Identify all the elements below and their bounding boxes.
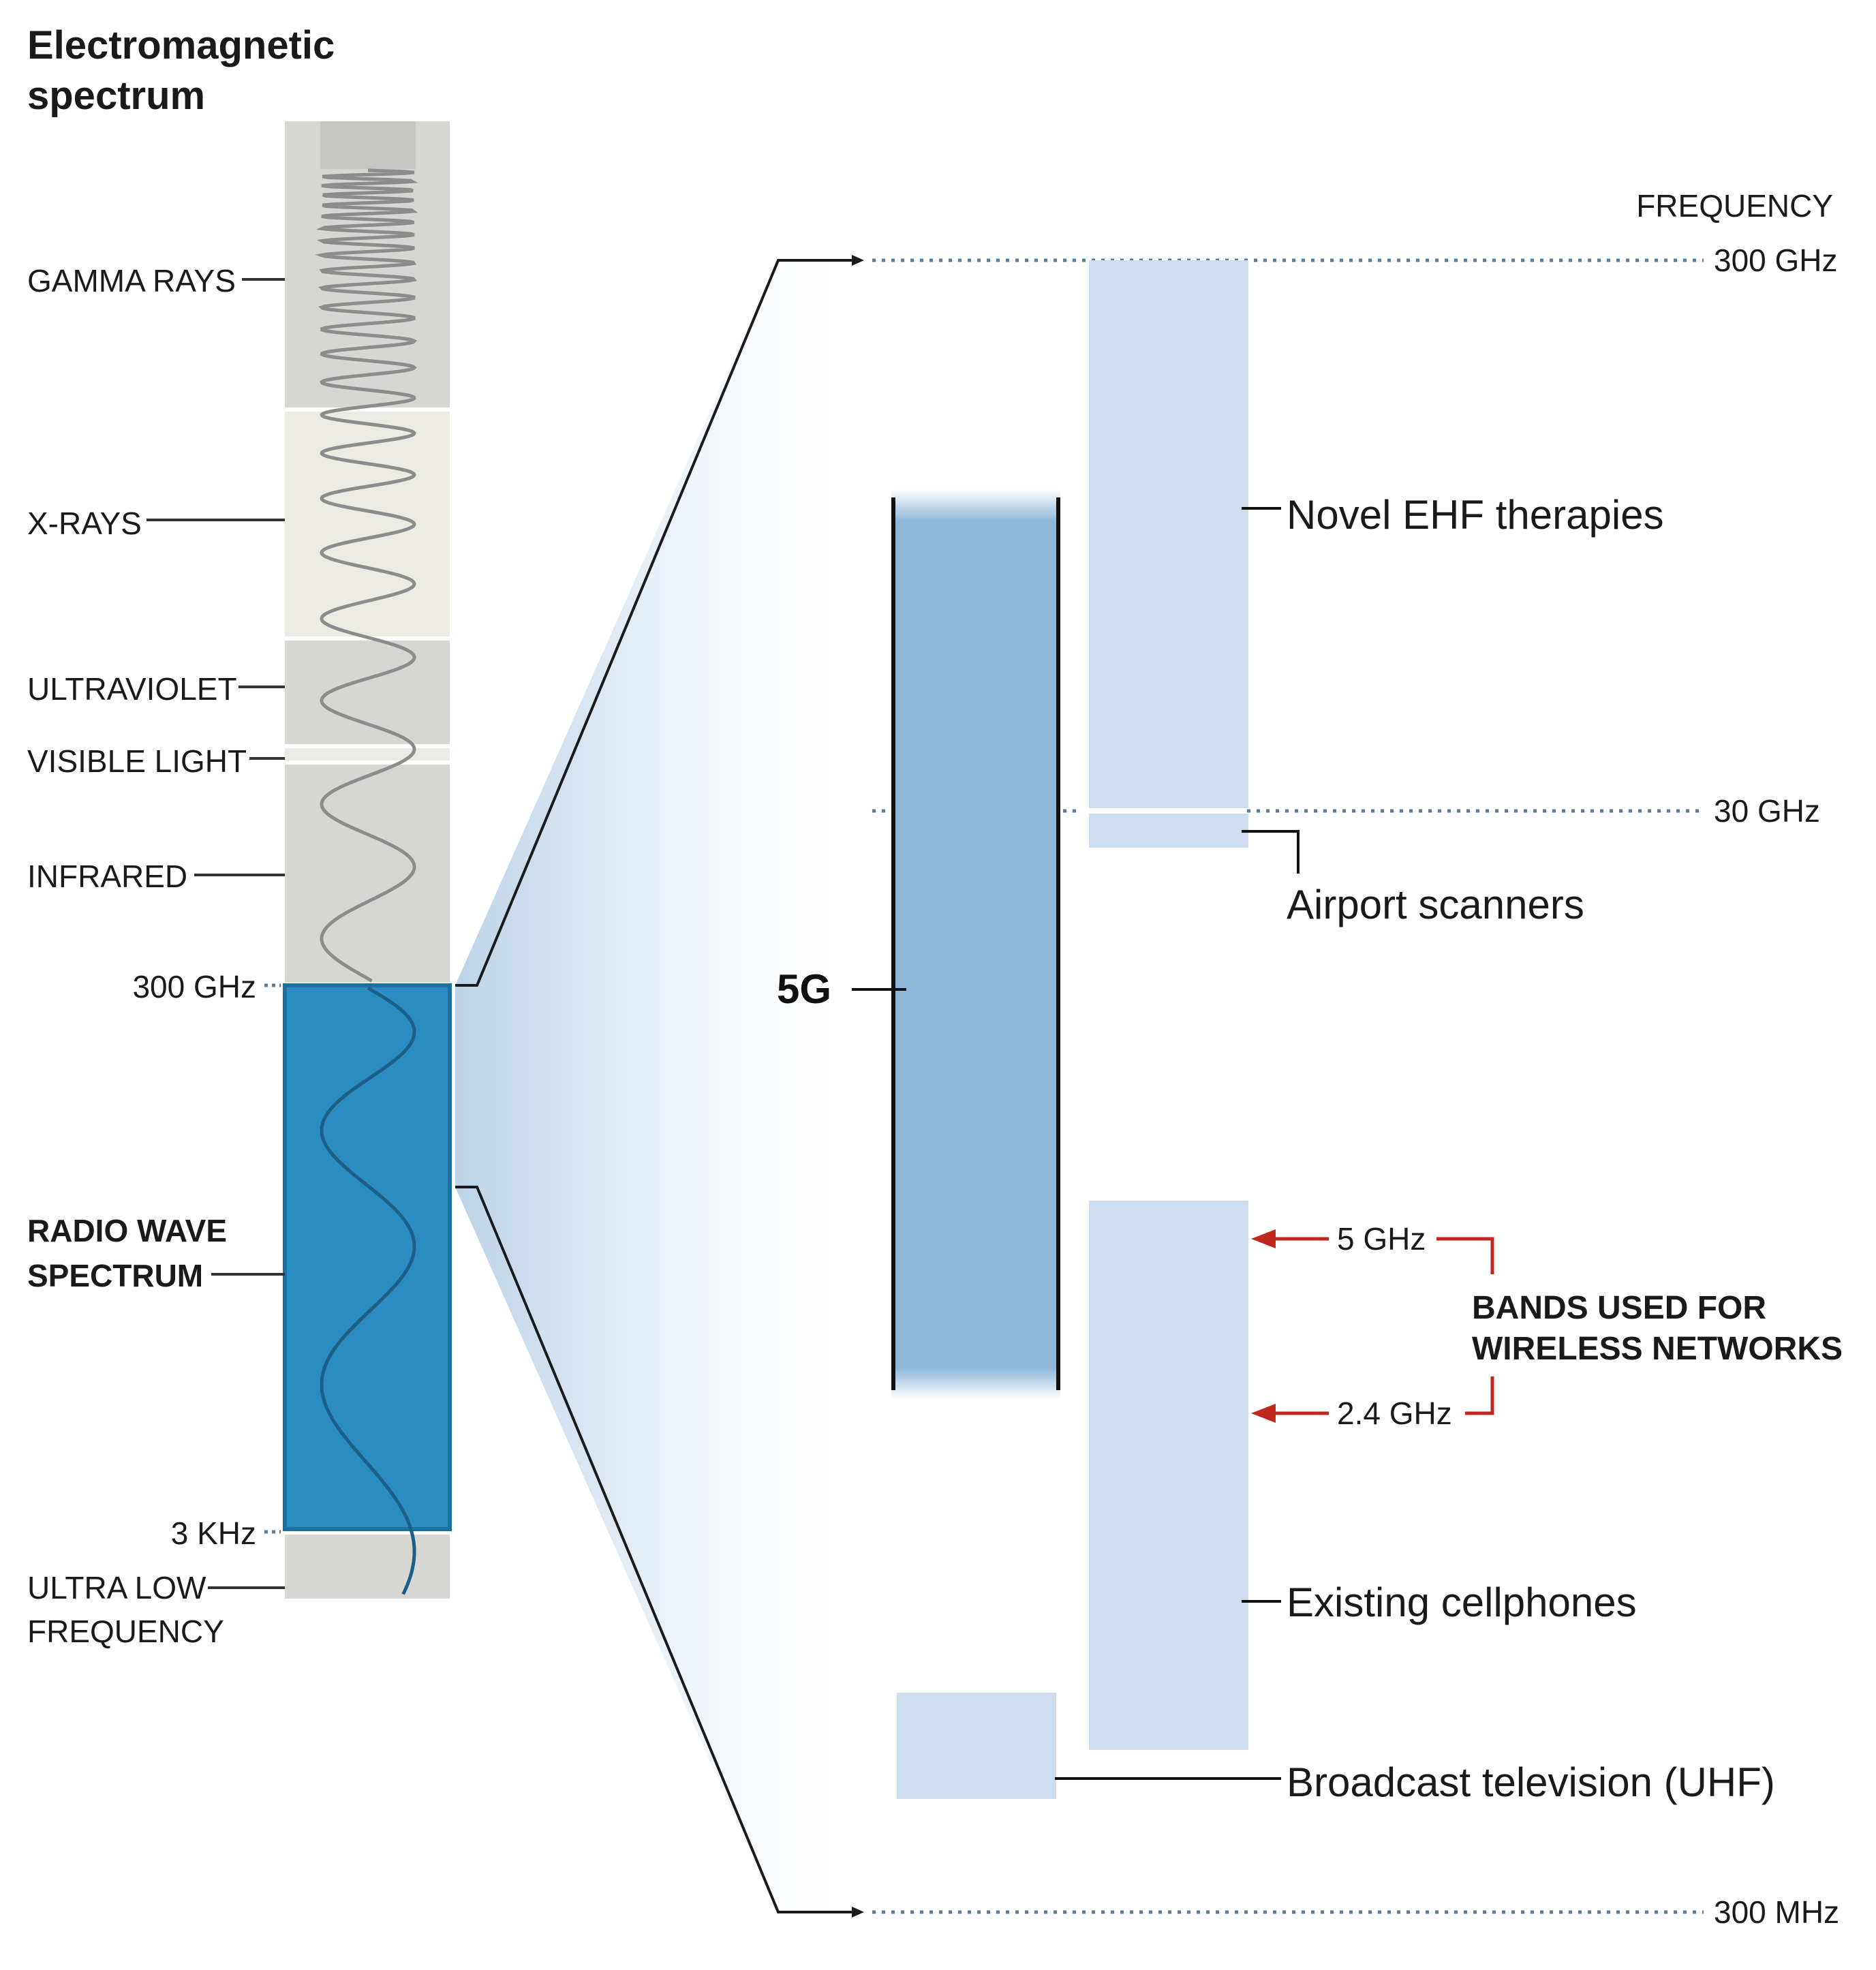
label-radio-wave-2: SPECTRUM xyxy=(27,1258,203,1293)
band-5g xyxy=(891,489,1060,1400)
label-bands-2: WIRELESS NETWORKS xyxy=(1472,1331,1843,1367)
label-bands-1: BANDS USED FOR xyxy=(1472,1290,1766,1326)
xray-band xyxy=(285,412,450,636)
zoom-line-bottom xyxy=(455,1186,860,1913)
wireless-annotation: 5 GHz 2.4 GHz BANDS USED FOR WIRELESS NE… xyxy=(1251,1221,1843,1431)
tick-label-3khz: 3 KHz xyxy=(171,1515,256,1551)
band-airport-scanners xyxy=(1089,814,1248,848)
ulf-band xyxy=(285,1535,450,1599)
label-ultraviolet: ULTRAVIOLET xyxy=(27,671,237,707)
infrared-band xyxy=(285,765,450,983)
scale-label-30ghz: 30 GHz xyxy=(1714,793,1820,829)
label-gamma-rays: GAMMA RAYS xyxy=(27,263,236,298)
title-line-1: Electromagnetic xyxy=(27,23,335,67)
detail-labels: 5G Novel EHF therapies Airport scanners … xyxy=(777,492,1775,1805)
visible-light-band xyxy=(285,748,450,760)
label-24ghz: 2.4 GHz xyxy=(1337,1396,1452,1431)
zoom-line-top xyxy=(455,259,860,987)
spectrum-wave xyxy=(315,168,418,983)
bracket-top xyxy=(1436,1237,1494,1274)
label-visible-light: VISIBLE LIGHT xyxy=(27,743,247,779)
scale-label-300mhz: 300 MHz xyxy=(1714,1894,1839,1930)
zoom-fan xyxy=(455,260,859,1912)
spectrum-column xyxy=(283,121,452,1599)
label-ulf-2: FREQUENCY xyxy=(27,1614,224,1649)
arrow-24ghz-head xyxy=(1251,1404,1276,1423)
zoom-arrow-top xyxy=(852,255,864,266)
label-x-rays: X-RAYS xyxy=(27,506,142,541)
spectrum-labels: GAMMA RAYS X-RAYS ULTRAVIOLET VISIBLE LI… xyxy=(27,263,285,1649)
label-novel-ehf: Novel EHF therapies xyxy=(1287,492,1664,538)
leader-airport xyxy=(1242,830,1300,874)
arrow-5ghz-head xyxy=(1251,1229,1276,1248)
zoom-connector xyxy=(455,255,864,1918)
bracket-bottom xyxy=(1465,1376,1494,1415)
zoom-arrow-bottom xyxy=(852,1907,864,1918)
band-novel-ehf xyxy=(1089,260,1248,808)
frequency-scale: FREQUENCY 300 GHz 30 GHz 300 MHz xyxy=(872,188,1839,1930)
title-line-2: spectrum xyxy=(27,74,206,118)
label-cellphones: Existing cellphones xyxy=(1287,1580,1637,1625)
scale-label-300ghz: 300 GHz xyxy=(1714,243,1838,278)
radio-wave xyxy=(320,986,416,1595)
label-broadcast: Broadcast television (UHF) xyxy=(1287,1759,1775,1805)
ultraviolet-band xyxy=(285,641,450,744)
tick-label-300ghz: 300 GHz xyxy=(132,969,256,1004)
label-radio-wave-1: RADIO WAVE xyxy=(27,1213,227,1248)
radio-band xyxy=(283,983,452,1531)
band-existing-cellphones xyxy=(1089,1201,1248,1750)
band-broadcast-uhf xyxy=(897,1693,1056,1799)
gamma-top-pattern xyxy=(320,121,416,169)
detail-bands xyxy=(891,260,1248,1799)
label-infrared: INFRARED xyxy=(27,859,187,894)
label-airport: Airport scanners xyxy=(1287,882,1584,927)
label-5ghz: 5 GHz xyxy=(1337,1221,1426,1257)
label-ulf-1: ULTRA LOW xyxy=(27,1570,206,1605)
frequency-header: FREQUENCY xyxy=(1636,188,1833,224)
page-title: Electromagnetic spectrum xyxy=(27,20,335,121)
label-5g: 5G xyxy=(777,966,831,1012)
